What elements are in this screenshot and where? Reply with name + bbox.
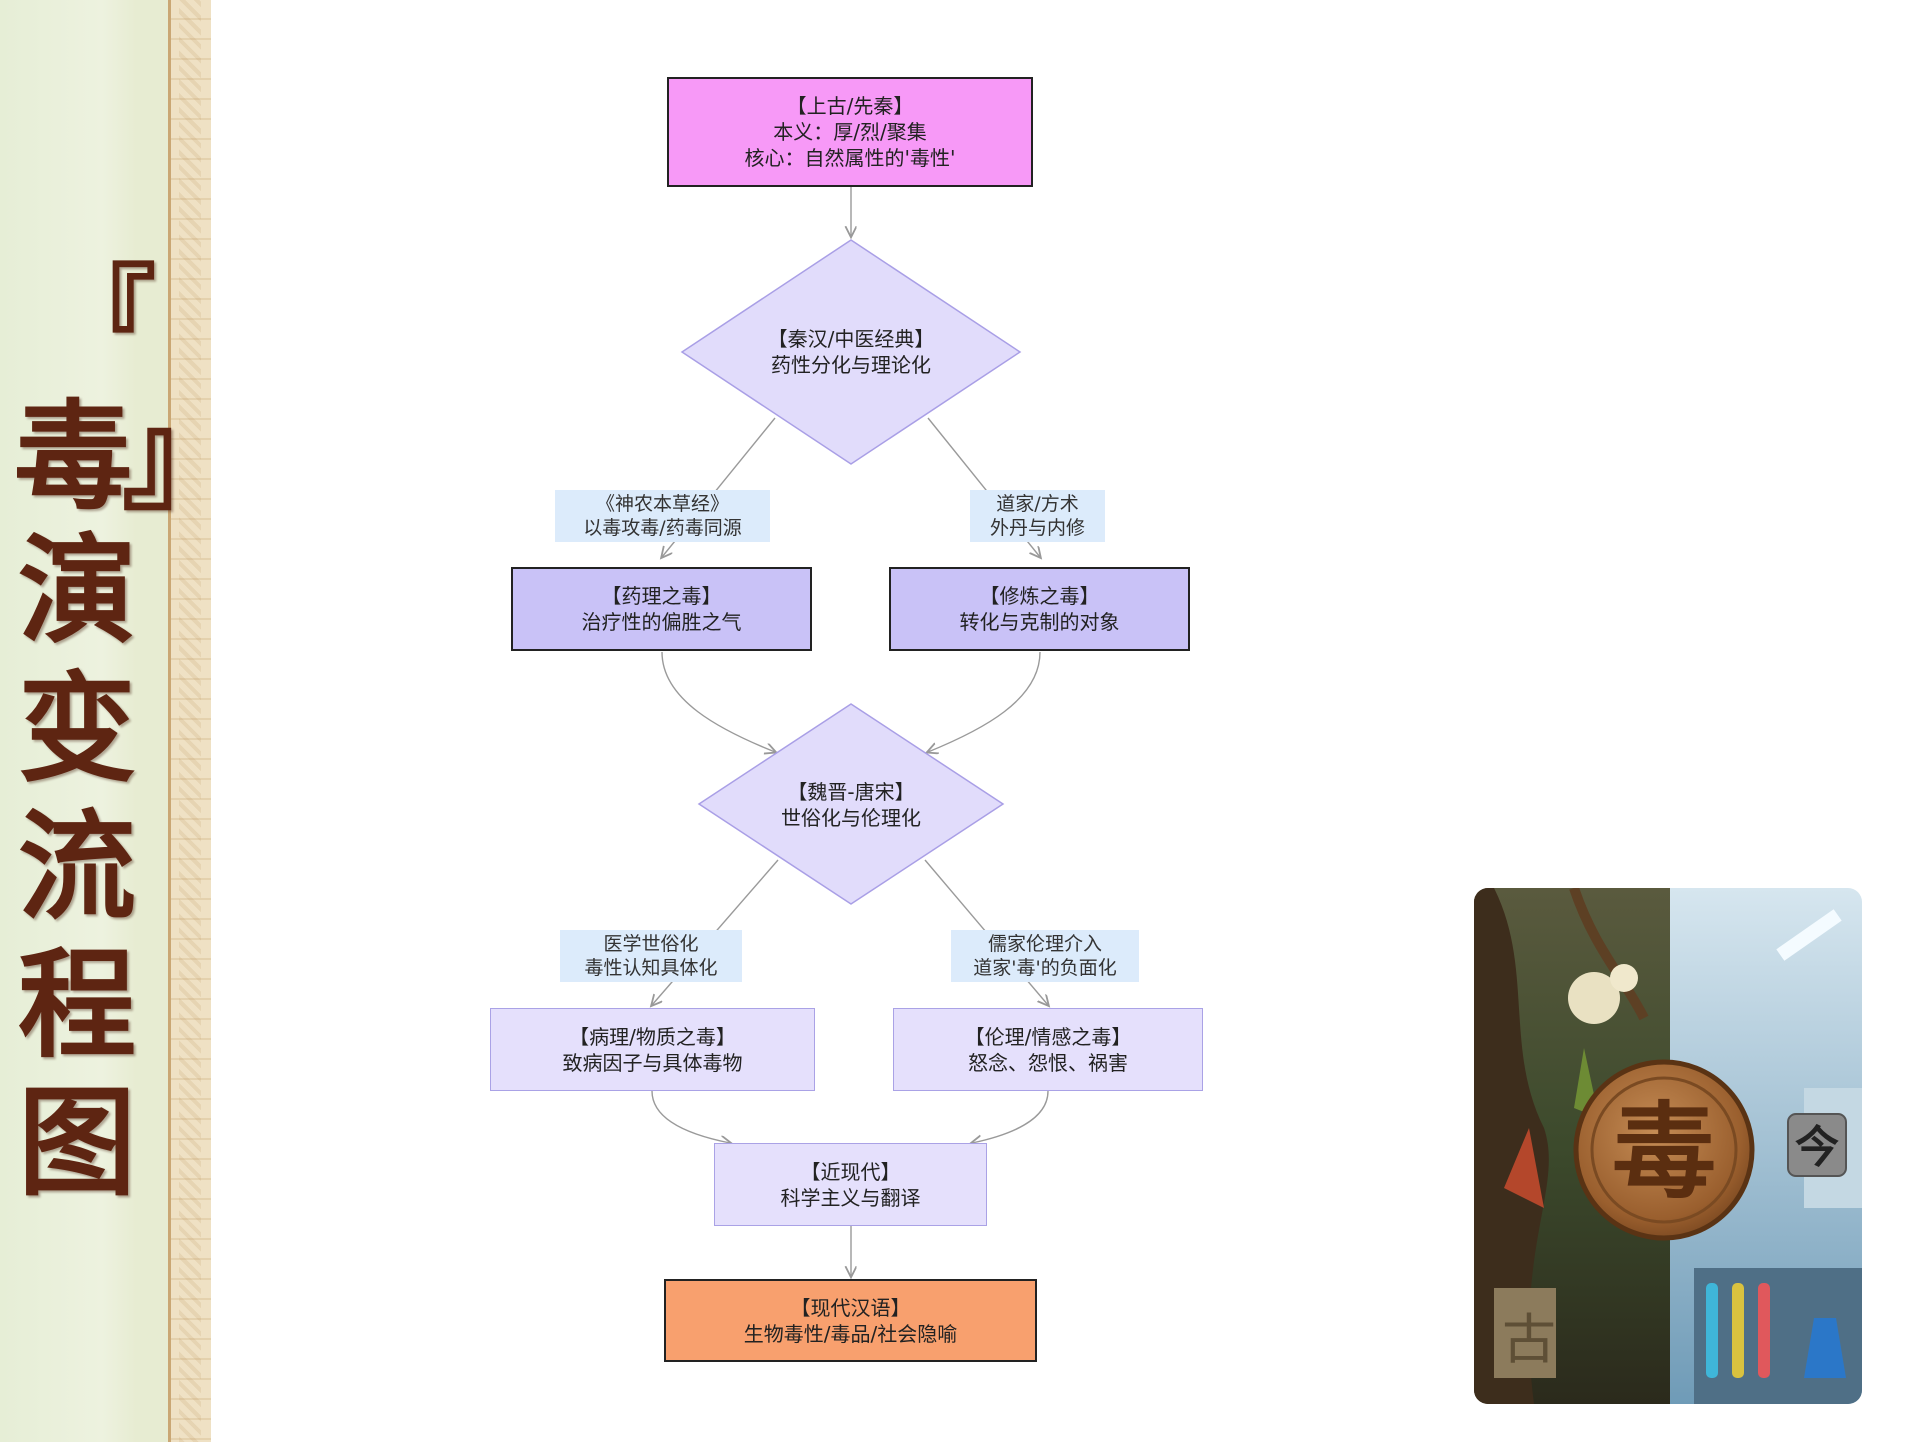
illustration-art: 古 毒 今 — [1474, 888, 1862, 1404]
node-weijin-title: 【魏晋-唐宋】 — [787, 780, 915, 804]
edge-label-confucian-line1: 儒家伦理介入 — [987, 933, 1102, 955]
node-pharmacology-poison[interactable]: 【药理之毒】 治疗性的偏胜之气 — [511, 567, 812, 651]
node-modern-era-title: 【近现代】 — [800, 1159, 901, 1184]
node-ancient-title: 【上古/先秦】 — [786, 94, 914, 118]
title-panel — [0, 0, 170, 1442]
node-modern-chinese-line2: 生物毒性/毒品/社会隐喻 — [743, 1321, 958, 1346]
node2-diamond — [680, 239, 1022, 465]
node-qinhan-text[interactable]: 【秦汉/中医经典】 药性分化与理论化 — [720, 322, 982, 382]
edge-label-daoist-line2: 外丹与内修 — [989, 517, 1085, 539]
edge-node4-node5 — [928, 651, 1041, 752]
edge-label-secularization-line2: 毒性认知具体化 — [584, 957, 718, 979]
edge-label-shennong-line2: 以毒攻毒/药毒同源 — [583, 517, 742, 539]
node-qinhan-title: 【秦汉/中医经典】 — [767, 327, 935, 351]
node-qinhan-line2: 药性分化与理论化 — [771, 353, 931, 377]
node-weijin-text[interactable]: 【魏晋-唐宋】 世俗化与伦理化 — [730, 775, 972, 835]
node-ethics-line2: 怒念、怨恨、祸害 — [968, 1050, 1128, 1075]
node-modern-chinese-title: 【现代汉语】 — [790, 1295, 911, 1320]
edge-label-secularization: 医学世俗化 毒性认知具体化 — [560, 930, 742, 982]
node-ancient-line2: 本义：厚/烈/聚集 — [773, 120, 927, 144]
edge-label-confucian: 儒家伦理介入 道家'毒'的负面化 — [951, 930, 1139, 982]
medallion-du-char: 毒 — [1612, 1090, 1716, 1213]
edge-node6-node8 — [651, 1090, 730, 1143]
title-char-yan: 演 — [18, 521, 137, 660]
ancient-modern-illustration: 古 毒 今 — [1474, 888, 1862, 1404]
node-pharmacology-title: 【药理之毒】 — [601, 584, 722, 608]
title-char-open-quote: 『 — [52, 252, 157, 375]
modern-badge-char: 今 — [1795, 1122, 1839, 1173]
node5-diamond — [697, 703, 1005, 905]
edge-node3-node5 — [661, 651, 775, 752]
node-modern-era[interactable]: 【近现代】 科学主义与翻译 — [714, 1143, 987, 1226]
node-pathology-title: 【病理/物质之毒】 — [569, 1024, 736, 1049]
node-ethics-poison[interactable]: 【伦理/情感之毒】 怒念、怨恨、祸害 — [893, 1008, 1203, 1091]
edge-label-shennong-line1: 《神农本草经》 — [595, 493, 729, 515]
title-char-cheng: 程 — [18, 935, 137, 1074]
edge-label-daoist-line1: 道家/方术 — [996, 493, 1079, 515]
node-cultivation-line2: 转化与克制的对象 — [959, 610, 1120, 634]
node-ancient[interactable]: 【上古/先秦】 本义：厚/烈/聚集 核心：自然属性的'毒性' — [667, 77, 1033, 187]
node-cultivation-poison[interactable]: 【修炼之毒】 转化与克制的对象 — [889, 567, 1190, 651]
title-char-liu: 流 — [18, 797, 137, 936]
node-modern-era-line2: 科学主义与翻译 — [780, 1185, 921, 1210]
edge-label-daoist: 道家/方术 外丹与内修 — [970, 490, 1105, 542]
node-pathology-poison[interactable]: 【病理/物质之毒】 致病因子与具体毒物 — [490, 1008, 815, 1091]
node-cultivation-title: 【修炼之毒】 — [979, 584, 1100, 608]
node-weijin-line2: 世俗化与伦理化 — [781, 806, 921, 830]
edge-label-confucian-line2: 道家'毒'的负面化 — [973, 957, 1117, 979]
ancient-stone-char: 古 — [1502, 1308, 1556, 1371]
edge-label-shennong: 《神农本草经》 以毒攻毒/药毒同源 — [555, 490, 770, 542]
title-char-du: 毒』 — [14, 387, 240, 526]
node-ethics-title: 【伦理/情感之毒】 — [964, 1024, 1132, 1049]
node-modern-chinese[interactable]: 【现代汉语】 生物毒性/毒品/社会隐喻 — [664, 1279, 1037, 1362]
node-ancient-line3: 核心：自然属性的'毒性' — [744, 146, 956, 170]
node-pathology-line2: 致病因子与具体毒物 — [562, 1050, 743, 1075]
edge-node7-node8 — [972, 1090, 1049, 1143]
title-char-bian: 变 — [18, 659, 137, 798]
node-pharmacology-line2: 治疗性的偏胜之气 — [581, 610, 742, 634]
edge-label-secularization-line1: 医学世俗化 — [603, 933, 699, 955]
title-char-tu: 图 — [18, 1073, 137, 1212]
